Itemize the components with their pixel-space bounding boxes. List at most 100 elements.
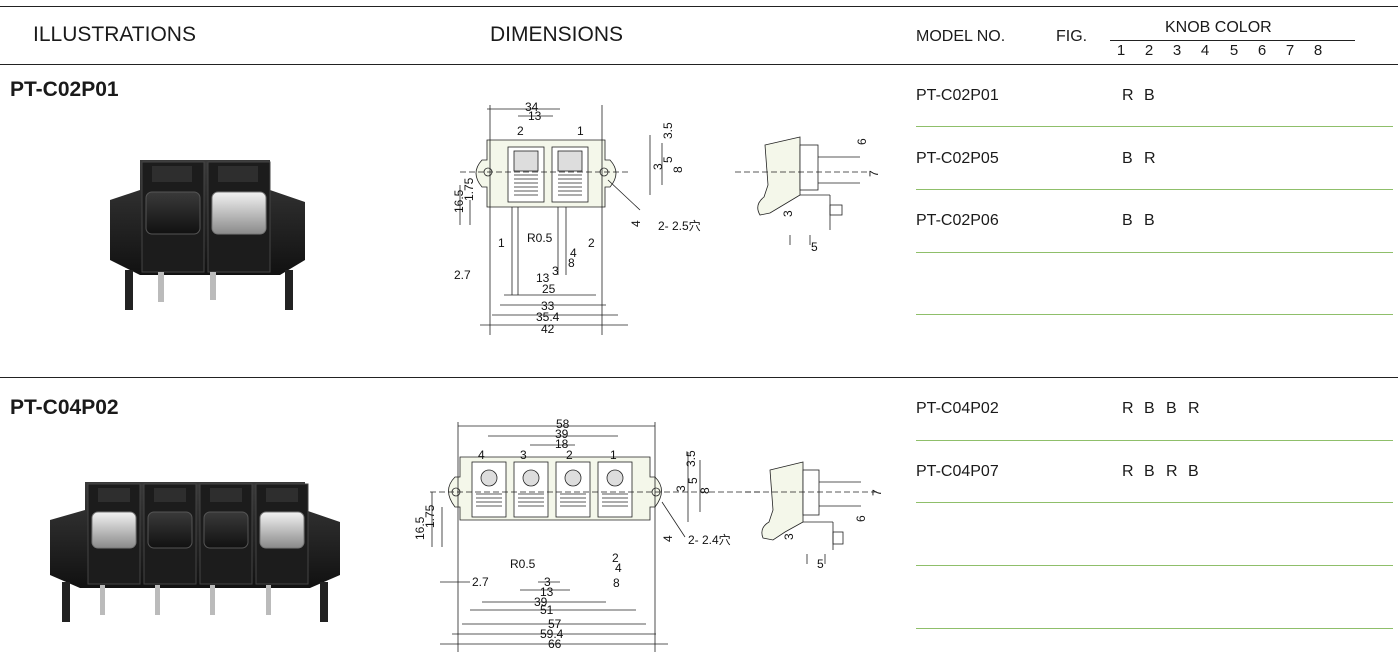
row-divider bbox=[916, 189, 1393, 190]
knob-colors: R B B R bbox=[1122, 400, 1210, 418]
side-dimension-drawing: 7 6 3 5 bbox=[745, 461, 884, 571]
dim-label: 25 bbox=[542, 282, 556, 296]
top-rule bbox=[0, 6, 1398, 7]
dim-label: 18 bbox=[555, 437, 569, 451]
knob-colors: R B bbox=[1122, 87, 1166, 105]
front-dimension-drawing: 34 13 2 1 3.5 3 5 8 16.5 1.75 2- 2.5穴 4 … bbox=[452, 100, 701, 336]
dim-label: 66 bbox=[548, 637, 562, 651]
dimensions-heading: DIMENSIONS bbox=[490, 23, 624, 46]
model-number: PT-C02P05 bbox=[916, 150, 999, 167]
knob-colors: B R bbox=[1122, 150, 1166, 168]
dim-label: 51 bbox=[540, 603, 554, 617]
fig-heading: FIG. bbox=[1056, 28, 1088, 45]
knob-colors: R B R B bbox=[1122, 463, 1210, 481]
model-number: PT-C04P02 bbox=[916, 400, 999, 417]
dim-label: 3 bbox=[544, 575, 551, 589]
row-divider bbox=[916, 126, 1393, 127]
model-no-heading: MODEL NO. bbox=[916, 28, 1006, 45]
dim-label: 1.75 bbox=[462, 177, 476, 201]
row-divider bbox=[916, 440, 1393, 441]
row-divider bbox=[916, 628, 1393, 629]
dim-label: 13 bbox=[540, 585, 554, 599]
dim-label: 39 bbox=[534, 595, 548, 609]
dim-label: 3.5 bbox=[684, 450, 698, 467]
knob-color: R bbox=[1166, 463, 1178, 480]
dim-label: 2 bbox=[588, 236, 595, 250]
dim-label: 2.7 bbox=[472, 575, 489, 589]
dim-label: 1 bbox=[577, 124, 584, 138]
knob-color: R bbox=[1122, 87, 1134, 104]
dim-label: 8 bbox=[613, 576, 620, 590]
knob-color: B bbox=[1144, 463, 1155, 480]
dim-label: 2.7 bbox=[454, 268, 471, 282]
dim-label: 3 bbox=[520, 448, 527, 462]
dim-label: 13 bbox=[536, 271, 550, 285]
dim-label: 2 bbox=[517, 124, 524, 138]
row-divider bbox=[916, 502, 1393, 503]
side-dimension-drawing: 6 7 3 5 bbox=[735, 136, 881, 254]
dim-label: R0.5 bbox=[527, 231, 553, 245]
dim-label: 1 bbox=[610, 448, 617, 462]
dim-label: 57 bbox=[548, 617, 562, 631]
dim-label: 1 bbox=[498, 236, 505, 250]
knob-color: B bbox=[1144, 212, 1155, 229]
knob-color: R bbox=[1144, 150, 1156, 167]
dim-label: 5 bbox=[686, 477, 700, 484]
product-title: PT-C04P02 bbox=[10, 396, 119, 419]
dim-label: 34 bbox=[525, 100, 539, 114]
dim-label: 5 bbox=[661, 156, 675, 163]
knob-color-heading: KNOB COLOR bbox=[1165, 19, 1272, 36]
dim-label: 4 bbox=[615, 561, 622, 575]
dim-label: 7 bbox=[867, 170, 881, 177]
dim-label: 4 bbox=[478, 448, 485, 462]
product-title: PT-C02P01 bbox=[10, 78, 119, 101]
knob-color: B bbox=[1144, 87, 1155, 104]
dim-label: 3 bbox=[552, 264, 559, 278]
dim-label: 42 bbox=[541, 322, 555, 336]
dim-label: 39 bbox=[555, 427, 569, 441]
knob-number: 6 bbox=[1257, 42, 1267, 59]
knob-color: B bbox=[1166, 400, 1177, 417]
knob-number: 5 bbox=[1229, 42, 1239, 59]
knob-color-underline bbox=[1110, 40, 1355, 41]
dim-label: 7 bbox=[870, 489, 884, 496]
section-rule bbox=[0, 377, 1398, 378]
knob-number: 1 bbox=[1116, 42, 1126, 59]
knob-color: B bbox=[1188, 463, 1199, 480]
knob-number: 7 bbox=[1285, 42, 1295, 59]
knob-color: B bbox=[1144, 400, 1155, 417]
model-number: PT-C02P06 bbox=[916, 212, 999, 229]
dim-label: R0.5 bbox=[510, 557, 536, 571]
dim-label: 3 bbox=[651, 163, 665, 170]
dim-label: 4 bbox=[661, 535, 675, 542]
illustrations-heading: ILLUSTRATIONS bbox=[33, 23, 196, 46]
dim-label: 5 bbox=[817, 557, 824, 571]
header-bottom-rule bbox=[0, 64, 1398, 65]
knob-number: 2 bbox=[1144, 42, 1154, 59]
dim-label: 8 bbox=[568, 256, 575, 270]
dim-label: 13 bbox=[528, 109, 542, 123]
product-photo-2-terminal bbox=[110, 160, 305, 310]
knob-number: 3 bbox=[1172, 42, 1182, 59]
dim-label: 59.4 bbox=[540, 627, 564, 641]
dim-label: 58 bbox=[556, 417, 570, 431]
row-divider bbox=[916, 314, 1393, 315]
model-number: PT-C04P07 bbox=[916, 463, 999, 480]
dim-label: 3 bbox=[781, 210, 795, 217]
dim-label: 1.75 bbox=[423, 504, 437, 528]
dim-label: 4 bbox=[629, 220, 643, 227]
front-dimension-drawing: 58 39 18 4 3 2 1 3.5 3 5 8 16.5 1.75 2- … bbox=[413, 417, 760, 652]
knob-number: 8 bbox=[1313, 42, 1323, 59]
dim-label: 33 bbox=[541, 299, 555, 313]
dim-label: 8 bbox=[671, 166, 685, 173]
model-number: PT-C02P01 bbox=[916, 87, 999, 104]
row-divider bbox=[916, 565, 1393, 566]
knob-color: B bbox=[1122, 150, 1133, 167]
dim-label: 5 bbox=[811, 240, 818, 254]
dim-label: 16.5 bbox=[413, 516, 427, 540]
dim-label: 3 bbox=[674, 485, 688, 492]
row-divider bbox=[916, 252, 1393, 253]
dim-label: 3 bbox=[782, 533, 796, 540]
knob-color: R bbox=[1122, 463, 1134, 480]
dim-label: 2- 2.5穴 bbox=[658, 218, 701, 233]
